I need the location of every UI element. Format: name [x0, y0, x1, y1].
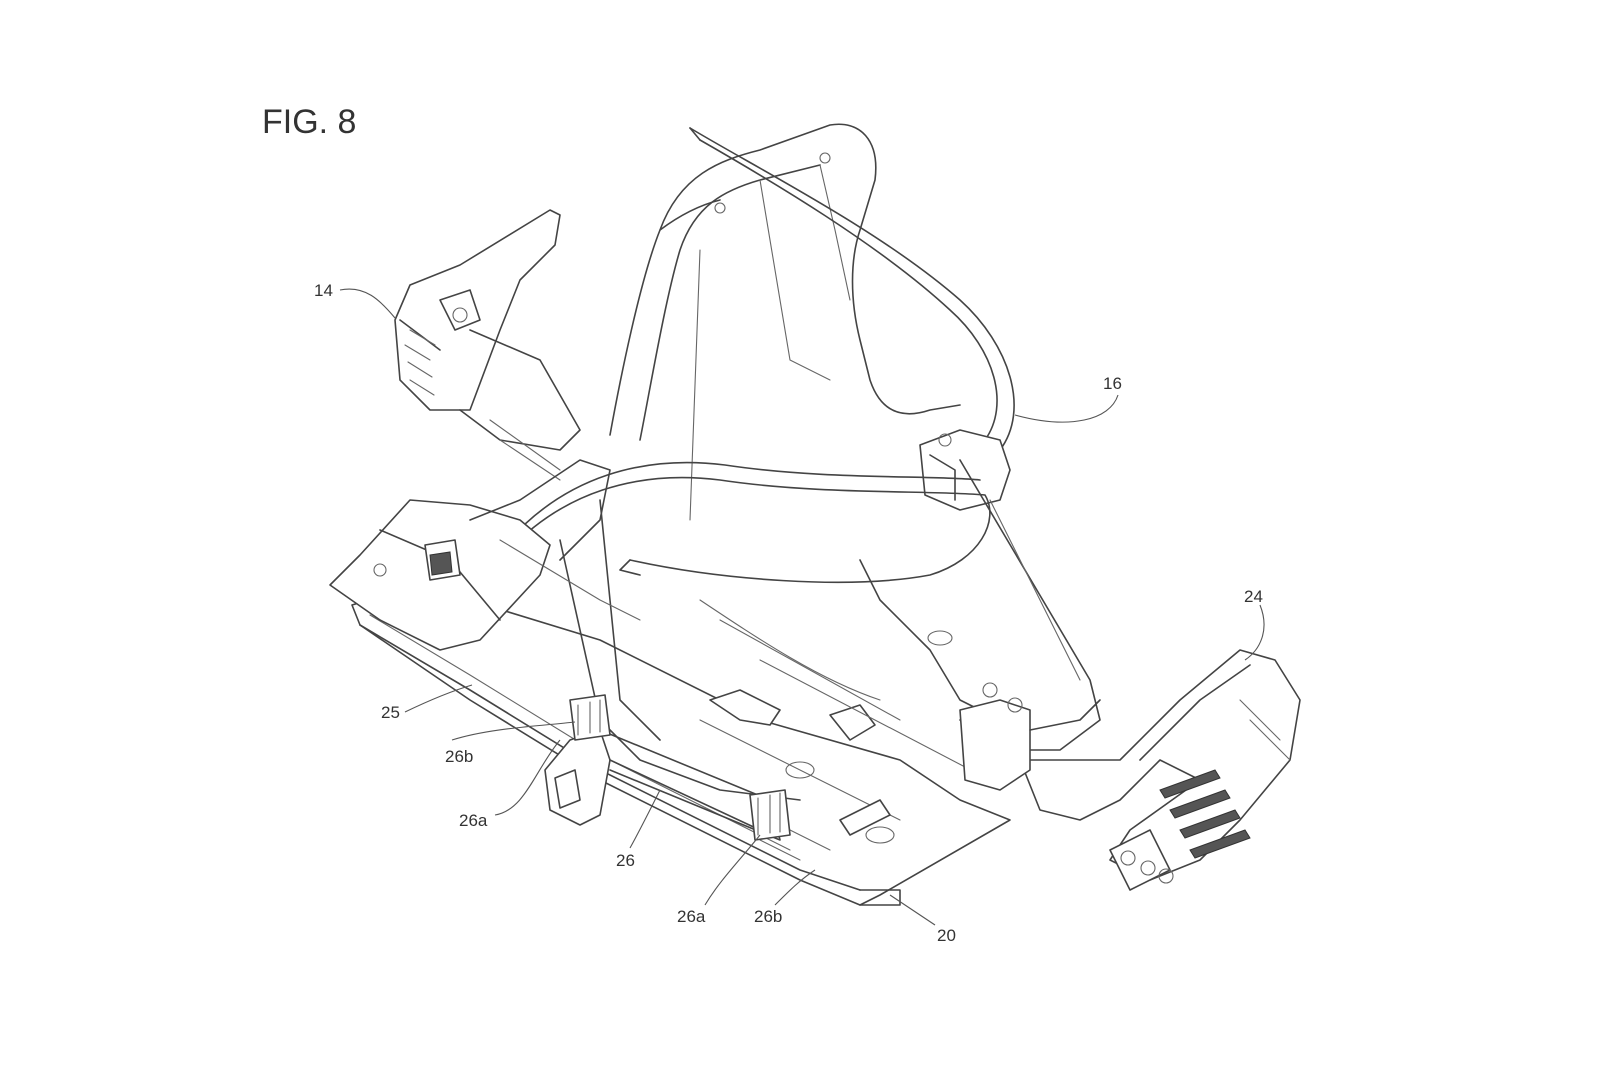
label-25: 25	[381, 703, 400, 722]
leader-24	[1244, 604, 1265, 661]
cable-chain-24	[1019, 649, 1301, 891]
lower-tube-loop	[499, 461, 991, 584]
rear-bracket	[959, 682, 1101, 791]
figure-title: FIG. 8	[262, 103, 356, 141]
tube-hoop	[689, 127, 1015, 451]
label-20: 20	[937, 926, 956, 945]
leader-26b-bottom	[774, 869, 816, 906]
label-26b-left: 26b	[445, 747, 473, 766]
leader-26a-left	[494, 739, 561, 816]
leader-26a-bottom	[704, 834, 761, 906]
leader-16	[1014, 394, 1119, 423]
leader-14	[339, 288, 396, 319]
label-26b-bottom: 26b	[754, 907, 782, 926]
slide-mechanism	[699, 659, 991, 861]
right-side-frame	[859, 429, 1101, 751]
leader-20	[889, 894, 936, 926]
seat-frame-drawing	[329, 123, 1301, 906]
seat-pan	[559, 499, 953, 844]
label-24: 24	[1244, 587, 1263, 606]
mechanism-25	[329, 459, 641, 651]
reference-labels: 14 16 24 25 26b 26a 26 26a 26b 20	[314, 281, 1263, 945]
bracket-14	[394, 209, 581, 481]
label-26: 26	[616, 851, 635, 870]
leader-25	[404, 684, 473, 713]
leader-26b-left	[451, 721, 576, 741]
backrest-frame	[609, 123, 961, 521]
label-26a-bottom: 26a	[677, 907, 706, 926]
label-26a-left: 26a	[459, 811, 488, 830]
label-16: 16	[1103, 374, 1122, 393]
leader-26	[629, 789, 661, 849]
leader-lines	[339, 288, 1265, 926]
label-14: 14	[314, 281, 333, 300]
rail-26	[544, 694, 791, 841]
